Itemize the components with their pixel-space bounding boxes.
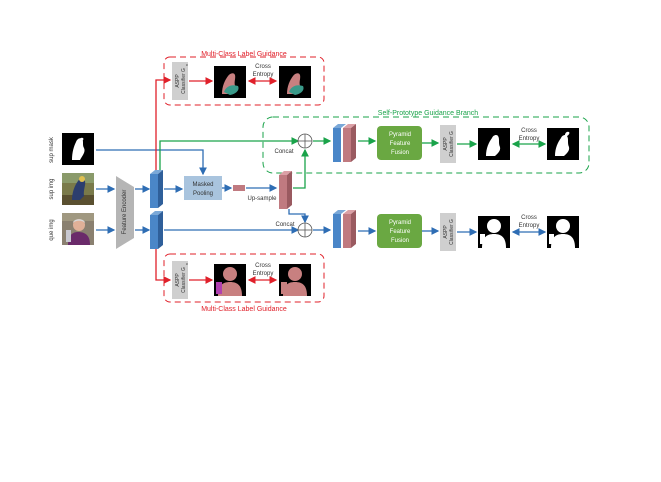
masked-pooling-block [184,176,222,200]
concat-label-bottom: Concat [275,222,294,228]
sup-img-image [62,173,94,205]
cross-entropy-query-line2: Entropy [519,223,540,229]
concat-node-bottom [297,222,313,238]
sup-mask-arrow [96,149,207,176]
aspp-c-top-sub: c [186,62,188,67]
cross-entropy-top-line1: Cross [255,64,271,70]
aspp-top-line1: ASPP [443,137,449,151]
pff-bottom-line3: Fusion [391,238,409,244]
upsample-label: Up-sample [247,196,277,202]
concat-label-top: Concat [274,149,293,155]
self-prototype-branch-title: Self-Prototype Guidance Branch [378,110,478,117]
pff-bottom-line2: Feature [390,229,411,235]
pyramid-feature-fusion-top [377,126,422,160]
aspp-top-line2: Classifier G [449,131,455,157]
que-img-image [62,213,94,245]
prototype-vector [233,185,245,191]
multi-class-guidance-box-bottom [163,253,325,303]
gt-multiclass-que [279,264,311,296]
cross-entropy-top-line2: Entropy [253,72,274,78]
predicted-que-mask [478,216,510,248]
aspp-c-top-line1: ASPP [175,74,181,88]
predicted-multiclass-que [214,264,246,296]
gt-multiclass-sup [279,66,311,98]
concat-node-top [297,133,313,149]
aspp-classifier-top [440,125,456,163]
pyramid-feature-fusion-bottom [377,214,422,248]
aspp-c-bottom-line1: ASPP [175,273,181,287]
pff-top-line2: Feature [390,141,411,147]
upsampled-prototype-block [279,171,292,209]
sup-img-label: sup img [49,178,55,199]
aspp-classifier-c-top [172,62,188,100]
cross-entropy-bottom-line1: Cross [255,263,271,269]
multi-class-arrow-bottom [155,249,172,284]
pff-top-line1: Pyramid [389,132,411,138]
multi-class-guidance-box-top [163,56,325,106]
aspp-c-top-line2: Classifier G [181,68,187,94]
cross-entropy-query-line1: Cross [521,215,537,221]
pff-top-line3: Fusion [391,150,409,156]
support-feature-block [150,170,163,208]
aspp-bottom-line2: Classifier G [449,219,455,245]
multi-class-guidance-title-bottom: Multi-Class Label Guidance [201,306,287,313]
cross-entropy-bottom-line2: Entropy [253,271,274,277]
feature-encoder-label: Feature Encoder [122,190,128,235]
aspp-bottom-line1: ASPP [443,225,449,239]
prototype-to-query-concat-arrow [288,209,309,224]
sup-mask-image [62,133,94,165]
self-branch-feature-arrow [159,137,300,170]
aspp-classifier-c-bottom [172,261,188,299]
cross-entropy-self-line1: Cross [521,128,537,134]
aspp-c-bottom-line2: Classifier G [181,267,187,293]
multi-class-arrow-top [155,76,172,170]
que-img-label: que img [49,219,55,240]
gt-sup-mask [547,128,579,160]
concat-feature-block-bottom [333,210,356,248]
feature-encoder [116,176,134,249]
multi-class-guidance-title-top: Multi-Class Label Guidance [201,51,287,58]
aspp-c-bottom-sub: c [186,261,188,266]
query-feature-block [150,211,163,249]
self-prototype-branch-box [262,116,590,174]
masked-pooling-line2: Pooling [193,191,213,197]
aspp-classifier-bottom [440,213,456,251]
predicted-sup-mask [478,128,510,160]
gt-que-mask [547,216,579,248]
self-branch-prototype-arrow [293,148,309,189]
cross-entropy-self-line2: Entropy [519,136,540,142]
predicted-multiclass-sup [214,66,246,98]
sup-mask-label: sup mask [49,136,55,163]
pff-bottom-line1: Pyramid [389,220,411,226]
concat-feature-block-top [333,124,356,162]
masked-pooling-line1: Masked [192,182,213,188]
